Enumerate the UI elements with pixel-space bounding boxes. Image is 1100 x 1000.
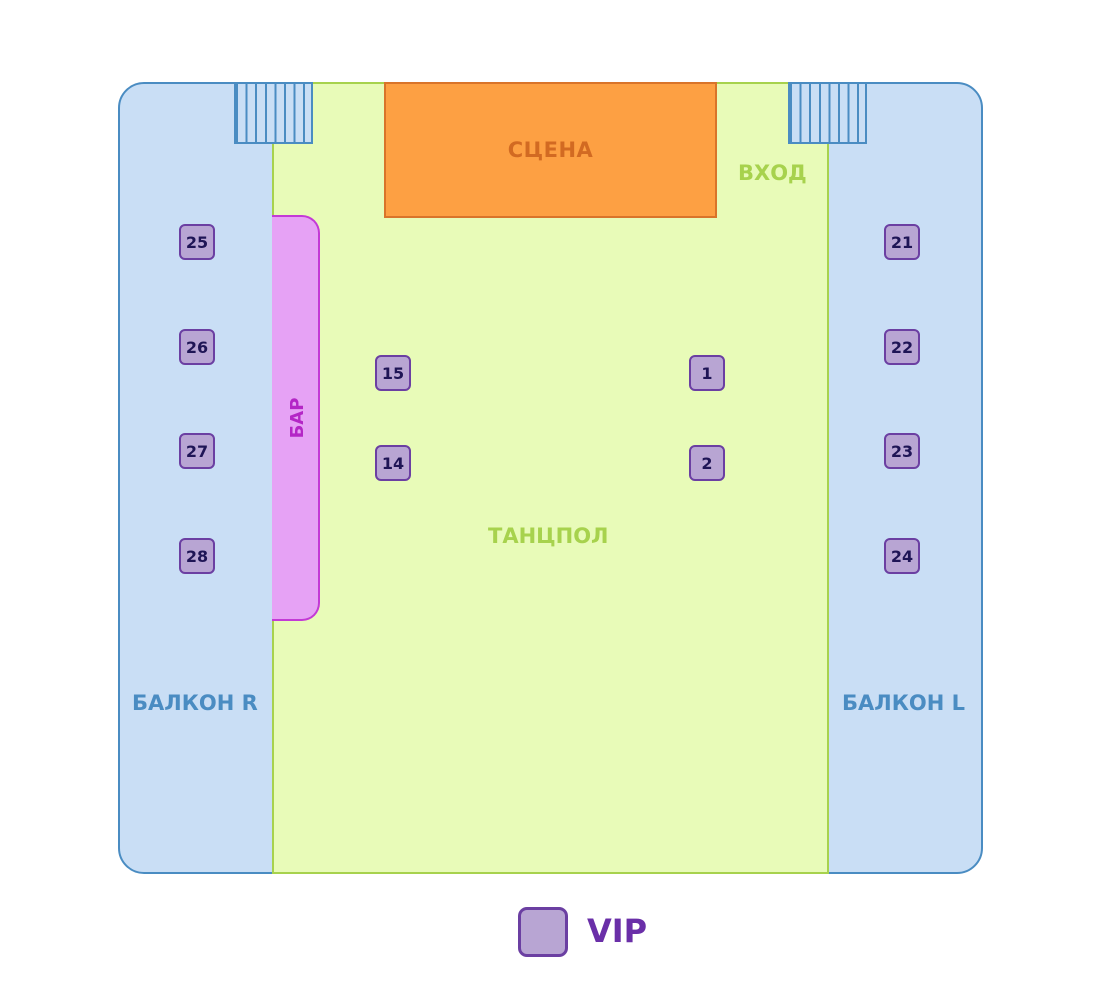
- stairs-left: [234, 82, 313, 144]
- balcony-left-label: БАЛКОН L: [842, 691, 965, 715]
- vip-table-2[interactable]: 2: [689, 445, 725, 481]
- stage-label: СЦЕНА: [507, 138, 594, 162]
- stage: СЦЕНА: [384, 82, 717, 218]
- balcony-right-label: БАЛКОН R: [132, 691, 258, 715]
- vip-table-28[interactable]: 28: [179, 538, 215, 574]
- bar-label: БАР: [286, 397, 308, 439]
- vip-table-22[interactable]: 22: [884, 329, 920, 365]
- bar: [272, 215, 320, 621]
- vip-table-24[interactable]: 24: [884, 538, 920, 574]
- vip-table-23[interactable]: 23: [884, 433, 920, 469]
- vip-table-14[interactable]: 14: [375, 445, 411, 481]
- legend-vip-label: VIP: [587, 912, 648, 950]
- dance-floor-label: ТАНЦПОЛ: [488, 524, 609, 548]
- vip-table-1[interactable]: 1: [689, 355, 725, 391]
- entrance-label: ВХОД: [738, 161, 807, 185]
- vip-table-25[interactable]: 25: [179, 224, 215, 260]
- vip-table-15[interactable]: 15: [375, 355, 411, 391]
- stairs-right: [788, 82, 867, 144]
- vip-table-27[interactable]: 27: [179, 433, 215, 469]
- vip-table-21[interactable]: 21: [884, 224, 920, 260]
- vip-table-26[interactable]: 26: [179, 329, 215, 365]
- legend-vip-swatch: [518, 907, 568, 957]
